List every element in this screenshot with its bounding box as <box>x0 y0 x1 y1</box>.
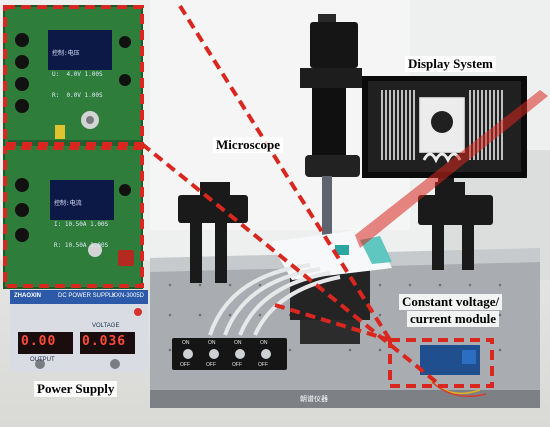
switch-off-4: OFF <box>258 362 268 368</box>
label-display-system: Display System <box>405 56 496 72</box>
psu-panel-text: DC POWER SUPPLY <box>58 293 116 299</box>
switch-off-2: OFF <box>206 362 216 368</box>
switch-on-3: ON <box>234 340 242 346</box>
table-plate-text: 朝谱仪器 <box>300 396 328 403</box>
label-power-supply: Power Supply <box>34 381 118 397</box>
label-constant-module-line1: Constant voltage/ <box>399 294 503 310</box>
oled-top-line-2: U: 4.0V 1.00S <box>52 71 103 78</box>
oled-top-line-3: R: 0.0V 1.00S <box>52 92 103 99</box>
switch-on-2: ON <box>208 340 216 346</box>
oled-top-line-1: 控制:电压 <box>52 50 80 57</box>
psu-output-label: OUTPUT <box>30 357 55 363</box>
annotation-overlay <box>3 4 494 388</box>
microscope-tube <box>312 88 346 158</box>
tubes <box>208 263 341 336</box>
oled-bottom-line-1: 控制:电流 <box>54 200 82 207</box>
power-supply-unit <box>10 290 148 372</box>
oled-screen-top: 控制:电压 U: 4.0V 1.00S R: 0.0V 1.00S <box>52 36 103 113</box>
switch-on-4: ON <box>260 340 268 346</box>
probe-stations <box>178 182 493 344</box>
switch-box <box>172 338 287 370</box>
psu-voltage-label: VOLTAGE <box>92 323 120 329</box>
switch-off-1: OFF <box>180 362 190 368</box>
microscope-camera <box>310 22 358 68</box>
psu-readout-current: 0.00 <box>21 334 57 349</box>
oled-bottom-line-3: R: 10.50A 1.00S <box>54 242 109 249</box>
psu-model: KXN-3005D <box>112 293 145 299</box>
oled-screen-bottom: 控制:电流 I: 10.50A 1.00S R: 10.50A 1.00S <box>54 186 108 263</box>
label-constant-module-line2: current module <box>407 311 500 327</box>
psu-brand: ZHAOXIN <box>14 293 41 299</box>
psu-readout-voltage: 0.036 <box>82 334 127 349</box>
switch-off-3: OFF <box>232 362 242 368</box>
switch-on-1: ON <box>182 340 190 346</box>
oled-bottom-line-2: I: 10.50A 1.00S <box>54 221 109 228</box>
label-microscope: Microscope <box>213 137 284 153</box>
